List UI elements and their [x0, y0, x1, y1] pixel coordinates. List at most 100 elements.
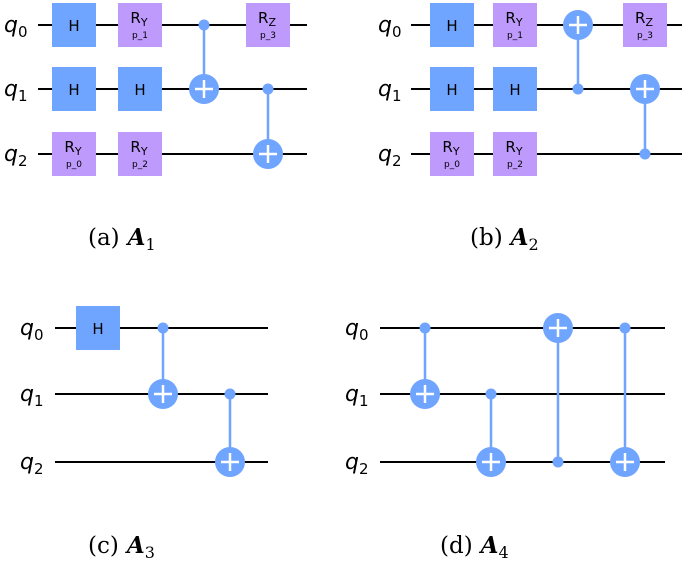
cnot-gate — [410, 322, 440, 409]
gate-label-axis: Z — [268, 16, 276, 29]
h-gate: H — [52, 67, 96, 111]
cnot-gate — [610, 322, 640, 477]
h-gate: H — [118, 67, 162, 111]
cnot-control-dot — [619, 322, 631, 334]
qubit-label-1-subscript: 1 — [18, 87, 28, 105]
qubit-label-1-base: q — [378, 77, 392, 102]
gate-box — [246, 3, 290, 47]
h-gate: H — [76, 306, 120, 350]
gate-label: RY — [130, 9, 147, 29]
cnot-control-dot — [157, 322, 169, 334]
qubit-label-1-subscript: 1 — [34, 392, 44, 410]
rotation-gate: RY p_2 — [118, 132, 162, 176]
cnot-gate — [563, 10, 593, 95]
gate-label-base: R — [130, 138, 140, 156]
rotation-gate: RZ p_3 — [623, 3, 667, 47]
gate-label: H — [446, 81, 457, 99]
caption-subscript: 3 — [145, 543, 155, 562]
gate-label-base: R — [64, 138, 74, 156]
gate-parameter: p_3 — [260, 31, 276, 41]
gate-box — [118, 67, 162, 111]
gate-box — [52, 67, 96, 111]
qubit-label-2-base: q — [378, 142, 392, 167]
qubit-label-0-base: q — [345, 316, 359, 341]
h-gate: H — [493, 67, 537, 111]
cnot-gate — [215, 388, 245, 477]
panel-caption: (d)A4 — [440, 532, 509, 562]
gate-label: H — [68, 17, 79, 35]
caption-symbol: A — [126, 224, 146, 251]
caption-subscript: 2 — [529, 235, 539, 254]
gate-label: H — [92, 320, 103, 338]
qubit-label-2-base: q — [345, 450, 359, 475]
gate-box — [118, 3, 162, 47]
h-gate: H — [430, 3, 474, 47]
qubit-label-2: q2 — [378, 142, 402, 170]
qubit-label-2-base: q — [20, 450, 34, 475]
gate-label-base: R — [258, 9, 268, 27]
qubit-label-2-base: q — [4, 142, 18, 167]
gate-label: H — [446, 17, 457, 35]
gate-box — [76, 306, 120, 350]
qubit-label-0-base: q — [20, 316, 34, 341]
qubit-label-2: q2 — [20, 450, 44, 478]
gate-parameter: p_2 — [132, 160, 148, 170]
caption-symbol: A — [479, 532, 499, 559]
gate-label: H — [509, 81, 520, 99]
gate-box — [118, 132, 162, 176]
qubit-label-0: q0 — [20, 316, 44, 344]
qubit-label-1-base: q — [20, 382, 34, 407]
gate-parameter: p_3 — [637, 31, 653, 41]
qubit-label-1: q1 — [378, 77, 402, 105]
gate-parameter: p_1 — [132, 31, 148, 41]
gate-label: RY — [130, 138, 147, 158]
qubit-label-1-base: q — [4, 77, 18, 102]
gate-label: RY — [442, 138, 459, 158]
qubit-label-0-subscript: 0 — [392, 23, 402, 41]
qubit-label-1: q1 — [345, 382, 369, 410]
gate-label: RY — [505, 9, 522, 29]
qubit-label-2-subscript: 2 — [34, 460, 44, 478]
qubit-label-1-subscript: 1 — [359, 392, 369, 410]
gate-label: RZ — [635, 9, 653, 29]
qubit-label-1: q1 — [20, 382, 44, 410]
cnot-gate — [630, 74, 660, 160]
gate-box — [623, 3, 667, 47]
caption-symbol: A — [125, 532, 145, 559]
qubit-label-1: q1 — [4, 77, 28, 105]
qubit-label-2-subscript: 2 — [392, 152, 402, 170]
cnot-gate — [476, 388, 506, 477]
gate-label-axis: Y — [515, 145, 523, 158]
cnot-control-dot — [552, 456, 564, 468]
cnot-gate — [253, 83, 283, 169]
cnot-control-dot — [224, 388, 236, 400]
qubit-label-2: q2 — [4, 142, 28, 170]
panel-caption: (a)A1 — [88, 224, 156, 254]
rotation-gate: RY p_1 — [118, 3, 162, 47]
gate-label-base: R — [505, 138, 515, 156]
caption-subscript: 4 — [499, 543, 509, 562]
rotation-gate: RYp_1 — [493, 3, 537, 47]
gate-box — [430, 132, 474, 176]
gate-parameter: p_1 — [507, 31, 523, 41]
gate-box — [493, 132, 537, 176]
caption-prefix: (a) — [88, 225, 120, 251]
cnot-gate — [543, 313, 573, 468]
cnot-control-dot — [198, 19, 210, 31]
gate-label: H — [134, 81, 145, 99]
gate-label-base: R — [505, 9, 515, 27]
gate-box — [430, 67, 474, 111]
gate-parameter: p_2 — [507, 160, 523, 170]
qubit-label-1-subscript: 1 — [392, 87, 402, 105]
qubit-label-2-subscript: 2 — [359, 460, 369, 478]
gate-label: RY — [505, 138, 522, 158]
gate-box — [493, 67, 537, 111]
gate-box — [52, 132, 96, 176]
cnot-control-dot — [639, 148, 651, 160]
caption-subscript: 1 — [146, 235, 156, 254]
gate-label-axis: Y — [515, 16, 523, 29]
gate-label: H — [68, 81, 79, 99]
gate-box — [493, 3, 537, 47]
gate-label-axis: Y — [140, 16, 148, 29]
